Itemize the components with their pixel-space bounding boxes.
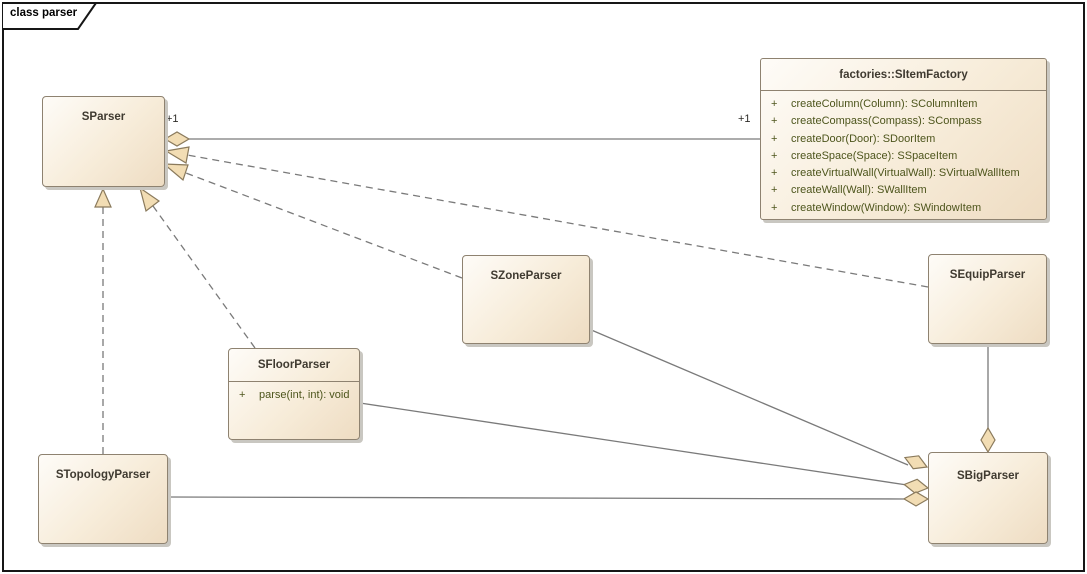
method-row: + createDoor(Door): SDoorItem <box>769 131 1040 148</box>
class-box-sparser[interactable]: SParser <box>42 96 165 187</box>
method-signature: createSpace(Space): SSpaceItem <box>791 149 958 162</box>
method-row: + createWall(Wall): SWallItem <box>769 182 1040 199</box>
class-name: SEquipParser <box>949 269 1026 281</box>
connector-aggregation-sbigparser-szoneparser[interactable] <box>588 328 930 473</box>
visibility-symbol: + <box>771 132 778 145</box>
connector-realization-sfloorparser-sparser[interactable] <box>139 186 256 349</box>
class-box-sbigparser[interactable]: SBigParser <box>928 452 1048 544</box>
method-signature: createCompass(Compass): SCompass <box>791 115 982 128</box>
visibility-symbol: + <box>771 98 778 110</box>
method-signature: parse(int, int): void <box>259 389 350 401</box>
diagram-title: class parser <box>10 7 78 19</box>
method-signature: createDoor(Door): SDoorItem <box>791 132 936 145</box>
class-name: SZoneParser <box>490 270 562 282</box>
method-row: + createWindow(Window): SWindowItem <box>769 200 1040 217</box>
method-row: + parse(int, int): void <box>237 387 353 404</box>
class-box-sitemfactory[interactable]: factories::SItemFactory + createColumn(C… <box>760 58 1047 220</box>
diagram-frame-tab <box>2 2 98 30</box>
method-signature: createWall(Wall): SWallItem <box>791 184 927 197</box>
multiplicity-label-target: +1 <box>738 113 751 125</box>
method-row: + createVirtualWall(VirtualWall): SVirtu… <box>769 165 1040 182</box>
class-name: STopologyParser <box>55 469 151 481</box>
visibility-symbol: + <box>239 389 246 401</box>
method-signature: createColumn(Column): SColumnItem <box>791 98 978 110</box>
visibility-symbol: + <box>771 149 778 162</box>
visibility-symbol: + <box>771 184 778 197</box>
class-name: SBigParser <box>956 470 1019 482</box>
class-box-stopologyparser[interactable]: STopologyParser <box>38 454 168 544</box>
class-name: SParser <box>81 111 126 123</box>
methods-compartment: + createColumn(Column): SColumnItem + cr… <box>761 91 1046 217</box>
connector-realization-sequipparser-sparser[interactable] <box>164 146 929 288</box>
method-signature: createVirtualWall(VirtualWall): SVirtual… <box>791 167 1020 180</box>
multiplicity-label-source: +1 <box>166 113 179 125</box>
class-name: factories::SItemFactory <box>839 69 968 81</box>
visibility-symbol: + <box>771 115 778 128</box>
methods-compartment: + parse(int, int): void <box>229 382 359 404</box>
connector-realization-stopologyparser-sparser[interactable] <box>94 187 112 454</box>
method-row: + createCompass(Compass): SCompass <box>769 113 1040 130</box>
compartment-divider <box>229 381 359 382</box>
class-name: SFloorParser <box>257 359 331 371</box>
method-signature: createWindow(Window): SWindowItem <box>791 201 982 214</box>
visibility-symbol: + <box>771 167 778 180</box>
method-row: + createColumn(Column): SColumnItem <box>769 96 1040 113</box>
visibility-symbol: + <box>771 201 778 214</box>
class-box-sequipparser[interactable]: SEquipParser <box>928 254 1047 344</box>
class-box-sfloorparser[interactable]: SFloorParser + parse(int, int): void <box>228 348 360 440</box>
compartment-divider <box>761 90 1046 91</box>
class-box-szoneparser[interactable]: SZoneParser <box>462 255 590 344</box>
connector-aggregation-sbigparser-stopologyparser[interactable] <box>167 491 930 507</box>
connector-aggregation-sbigparser-sfloorparser[interactable] <box>359 402 930 495</box>
connector-aggregation-sbigparser-sequipparser[interactable] <box>980 344 996 454</box>
method-row: + createSpace(Space): SSpaceItem <box>769 148 1040 165</box>
connector-realization-szoneparser-sparser[interactable] <box>162 163 463 279</box>
connector-aggregation-sparser-sitemfactory[interactable] <box>163 131 760 147</box>
